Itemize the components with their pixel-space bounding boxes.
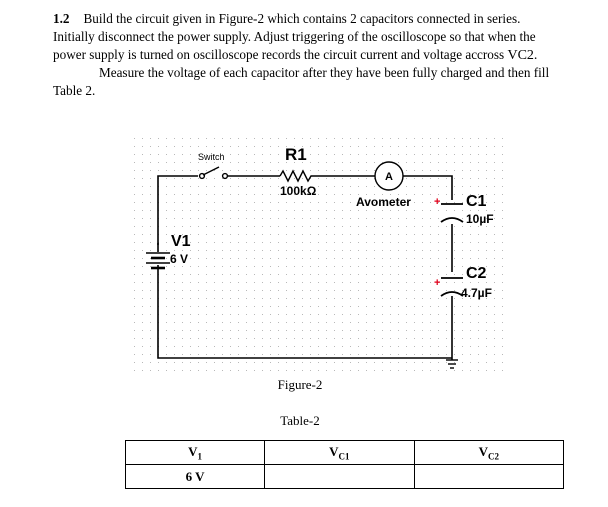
ammeter-circle (374, 161, 404, 191)
table-header-row: V1 VC1 VC2 (124, 440, 565, 465)
figure-caption: Figure-2 (277, 377, 323, 392)
v1-battery-symbol (146, 252, 170, 270)
measurement-table: V1 VC1 VC2 6 V (124, 440, 565, 489)
para2-line2: Table 2. (53, 83, 96, 98)
para1-vc2: VC2. (507, 48, 538, 63)
instruction-paragraph-1: 1.2 Build the circuit given in Figure-2 w… (53, 10, 568, 65)
wire-bottom (157, 265, 452, 359)
cell-vc2-value[interactable] (413, 464, 565, 489)
para1-line2: Initially disconnect the power supply. A… (53, 29, 536, 44)
c1-value: 10µF (466, 212, 494, 226)
v1-name: V1 (171, 233, 191, 250)
wire-top-left (157, 175, 198, 245)
c1-capacitor-symbol (440, 203, 464, 223)
ammeter-label: Avometer (356, 195, 411, 209)
header-vc1: VC1 (264, 440, 415, 465)
circuit-wires (157, 175, 453, 360)
c2-name: C2 (466, 265, 487, 282)
instruction-paragraph-2: Measure the voltage of each capacitor af… (53, 64, 568, 100)
c1-plus-marker: + (434, 196, 440, 208)
para2-line1: Measure the voltage of each capacitor af… (99, 65, 550, 80)
c1-name: C1 (466, 193, 487, 210)
switch-label: Switch (198, 152, 225, 162)
section-number: 1.2 (53, 11, 70, 26)
table-caption: Table-2 (280, 413, 320, 428)
table-row: 6 V (124, 464, 565, 489)
r1-resistor-symbol (279, 169, 313, 183)
c2-capacitor-symbol (440, 277, 464, 297)
header-vc2: VC2 (413, 440, 565, 465)
c2-plus-marker: + (434, 277, 440, 289)
ground-symbol (446, 359, 458, 369)
cell-vc1-value[interactable] (264, 464, 415, 489)
header-v1: V1 (124, 440, 266, 465)
para1-line1: Build the circuit given in Figure-2 whic… (83, 11, 521, 26)
para1-line3: power supply is turned on oscilloscope r… (53, 47, 508, 62)
cell-v1-value: 6 V (124, 464, 266, 489)
v1-value: 6 V (170, 252, 188, 266)
wire-ammeter-c1 (403, 175, 453, 200)
r1-name: R1 (285, 145, 307, 164)
c2-value: 4.7µF (461, 286, 492, 300)
r1-value: 100kΩ (280, 184, 317, 198)
ammeter-symbol: A (385, 171, 393, 183)
grid-dot-pattern (134, 138, 503, 371)
switch-symbol (198, 166, 229, 180)
